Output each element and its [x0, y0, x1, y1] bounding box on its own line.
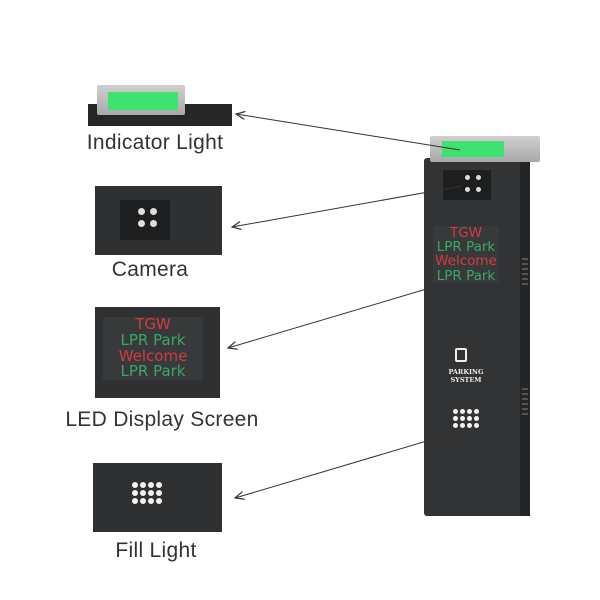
fill-light-led-grid-icon [131, 481, 167, 505]
led-line: Welcome [435, 253, 497, 270]
camera-thumbnail [95, 186, 222, 255]
arrow-fill-light [235, 431, 458, 498]
led-line: LPR Park [120, 330, 186, 349]
brand-text: PARKING SYSTEM [448, 368, 484, 384]
arrow-camera [232, 185, 463, 227]
indicator-cap [97, 85, 185, 115]
camera-lens-icon [476, 175, 481, 180]
camera-lens-icon [476, 187, 481, 192]
arrow-led [228, 284, 441, 348]
brand-logo-icon [455, 348, 467, 362]
label-led-display-screen: LED Display Screen [65, 408, 259, 431]
camera-lens-icon [465, 187, 470, 192]
led-line: TGW [135, 315, 171, 333]
tower-indicator-light [442, 141, 504, 157]
camera-lens-icon [138, 208, 145, 215]
indicator-green-light [108, 92, 178, 110]
vent-icon [522, 388, 528, 416]
label-fill-light: Fill Light [115, 539, 197, 562]
vent-icon [522, 258, 528, 286]
tower-body [424, 158, 530, 516]
camera-recess [120, 200, 170, 240]
fill-light-thumbnail [93, 463, 222, 532]
tower-cap [430, 136, 540, 162]
led-line: TGW [449, 225, 483, 241]
tower-fill-light-icon [452, 408, 482, 429]
camera-lens-icon [150, 220, 157, 227]
led-screen: TGW LPR Park Welcome LPR Park [103, 315, 203, 381]
led-line: LPR Park [436, 239, 496, 256]
arrow-indicator [236, 114, 461, 151]
led-line: LPR Park [120, 362, 186, 381]
tower-side [520, 158, 530, 516]
led-display-thumbnail: TGW LPR Park Welcome LPR Park [95, 307, 220, 398]
camera-lens-icon [465, 175, 470, 180]
label-camera: Camera [111, 258, 189, 281]
tower-led-screen: TGW LPR Park Welcome LPR Park [433, 226, 499, 283]
camera-lens-icon [150, 208, 157, 215]
led-line: Welcome [118, 346, 188, 365]
camera-lens-icon [138, 220, 145, 227]
label-indicator-light: Indicator Light [86, 131, 224, 154]
led-line: LPR Park [436, 267, 496, 284]
tower-camera [443, 170, 491, 200]
